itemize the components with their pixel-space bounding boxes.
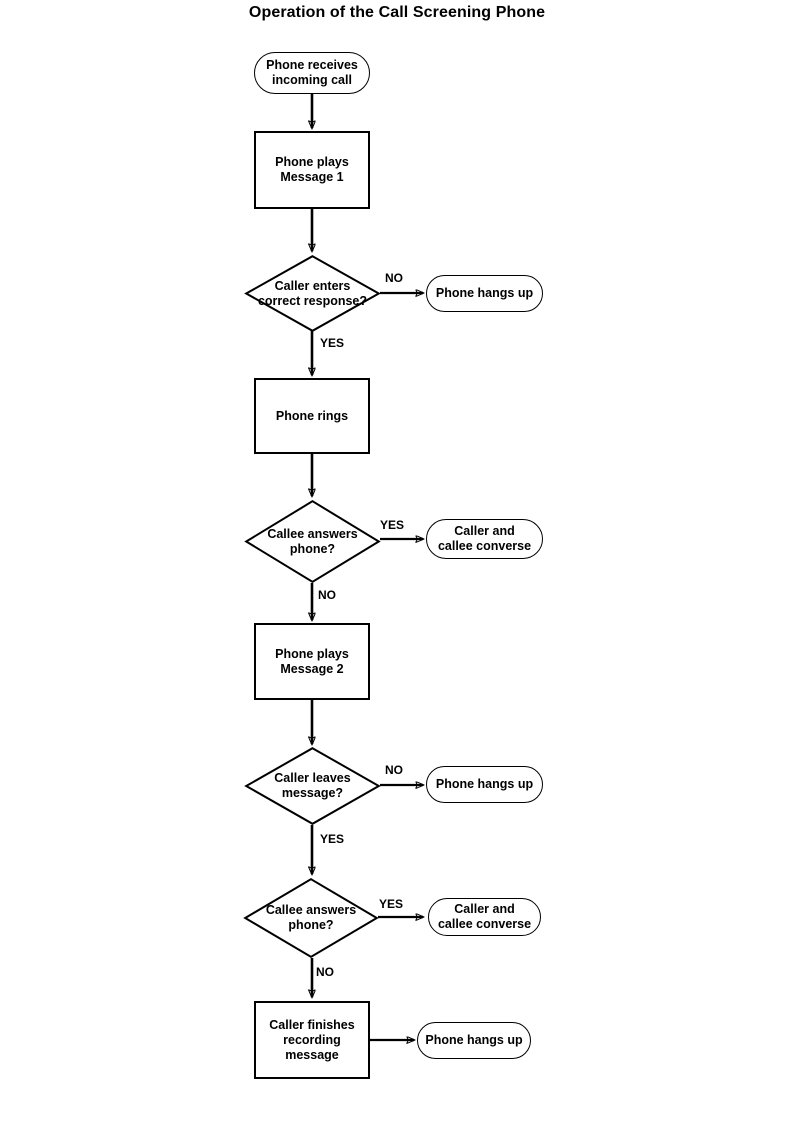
node-start-label: Phone receives incoming call: [266, 58, 358, 87]
node-start[interactable]: Phone receives incoming call: [254, 52, 370, 94]
node-decision-4-label: Callee answers phone?: [265, 903, 357, 932]
edge-label-d3-no: NO: [385, 763, 403, 777]
node-phone-plays-message-2[interactable]: Phone plays Message 2: [254, 623, 370, 700]
node-phone-hangs-up-3-label: Phone hangs up: [425, 1033, 523, 1047]
node-phone-rings[interactable]: Phone rings: [254, 378, 370, 454]
diamond-shape-icon: [245, 747, 380, 825]
page-title: Operation of the Call Screening Phone: [248, 4, 546, 21]
node-caller-and-callee-converse-1-label: Caller and callee converse: [437, 524, 532, 553]
node-caller-and-callee-converse-2-label: Caller and callee converse: [437, 902, 532, 931]
node-caller-finishes-recording-message[interactable]: Caller finishes recording message: [254, 1001, 370, 1079]
node-phone-rings-label: Phone rings: [275, 408, 349, 423]
node-decision-callee-answers-phone-2[interactable]: Callee answers phone?: [244, 878, 378, 958]
node-phone-hangs-up-3[interactable]: Phone hangs up: [417, 1022, 531, 1059]
edge-label-d1-no: NO: [385, 271, 403, 285]
node-phone-plays-message-1[interactable]: Phone plays Message 1: [254, 131, 370, 209]
edge-label-d3-yes: YES: [320, 832, 345, 846]
node-phone-hangs-up-2[interactable]: Phone hangs up: [426, 766, 543, 803]
edge-label-d2-no: NO: [318, 588, 336, 602]
node-decision-1-label: Caller enters correct response?: [257, 278, 368, 308]
edge-label-d2-yes: YES: [380, 518, 405, 532]
node-decision-3-label: Caller leaves message?: [274, 771, 351, 800]
node-phone-hangs-up-2-label: Phone hangs up: [435, 777, 534, 791]
diamond-shape-icon: [244, 878, 378, 958]
node-caller-and-callee-converse-1[interactable]: Caller and callee converse: [426, 519, 543, 559]
node-phone-plays-message-1-label: Phone plays Message 1: [275, 155, 349, 184]
node-decision-callee-answers-phone-1[interactable]: Callee answers phone?: [245, 500, 380, 583]
diamond-shape-icon: [245, 500, 380, 583]
node-caller-finishes-recording-message-label: Caller finishes recording message: [269, 1017, 355, 1062]
edge-label-d1-yes: YES: [320, 336, 345, 350]
node-decision-caller-enters-correct-response[interactable]: Caller enters correct response?: [245, 255, 380, 332]
node-decision-2-label: Callee answers phone?: [267, 526, 358, 556]
node-caller-and-callee-converse-2[interactable]: Caller and callee converse: [428, 898, 541, 936]
node-phone-hangs-up-1-label: Phone hangs up: [435, 286, 534, 300]
node-phone-plays-message-2-label: Phone plays Message 2: [275, 646, 349, 676]
edge-label-d4-yes: YES: [379, 897, 404, 911]
diamond-shape-icon: [245, 255, 380, 332]
edge-label-d4-no: NO: [316, 965, 334, 979]
node-phone-hangs-up-1[interactable]: Phone hangs up: [426, 275, 543, 312]
node-decision-caller-leaves-message[interactable]: Caller leaves message?: [245, 747, 380, 825]
